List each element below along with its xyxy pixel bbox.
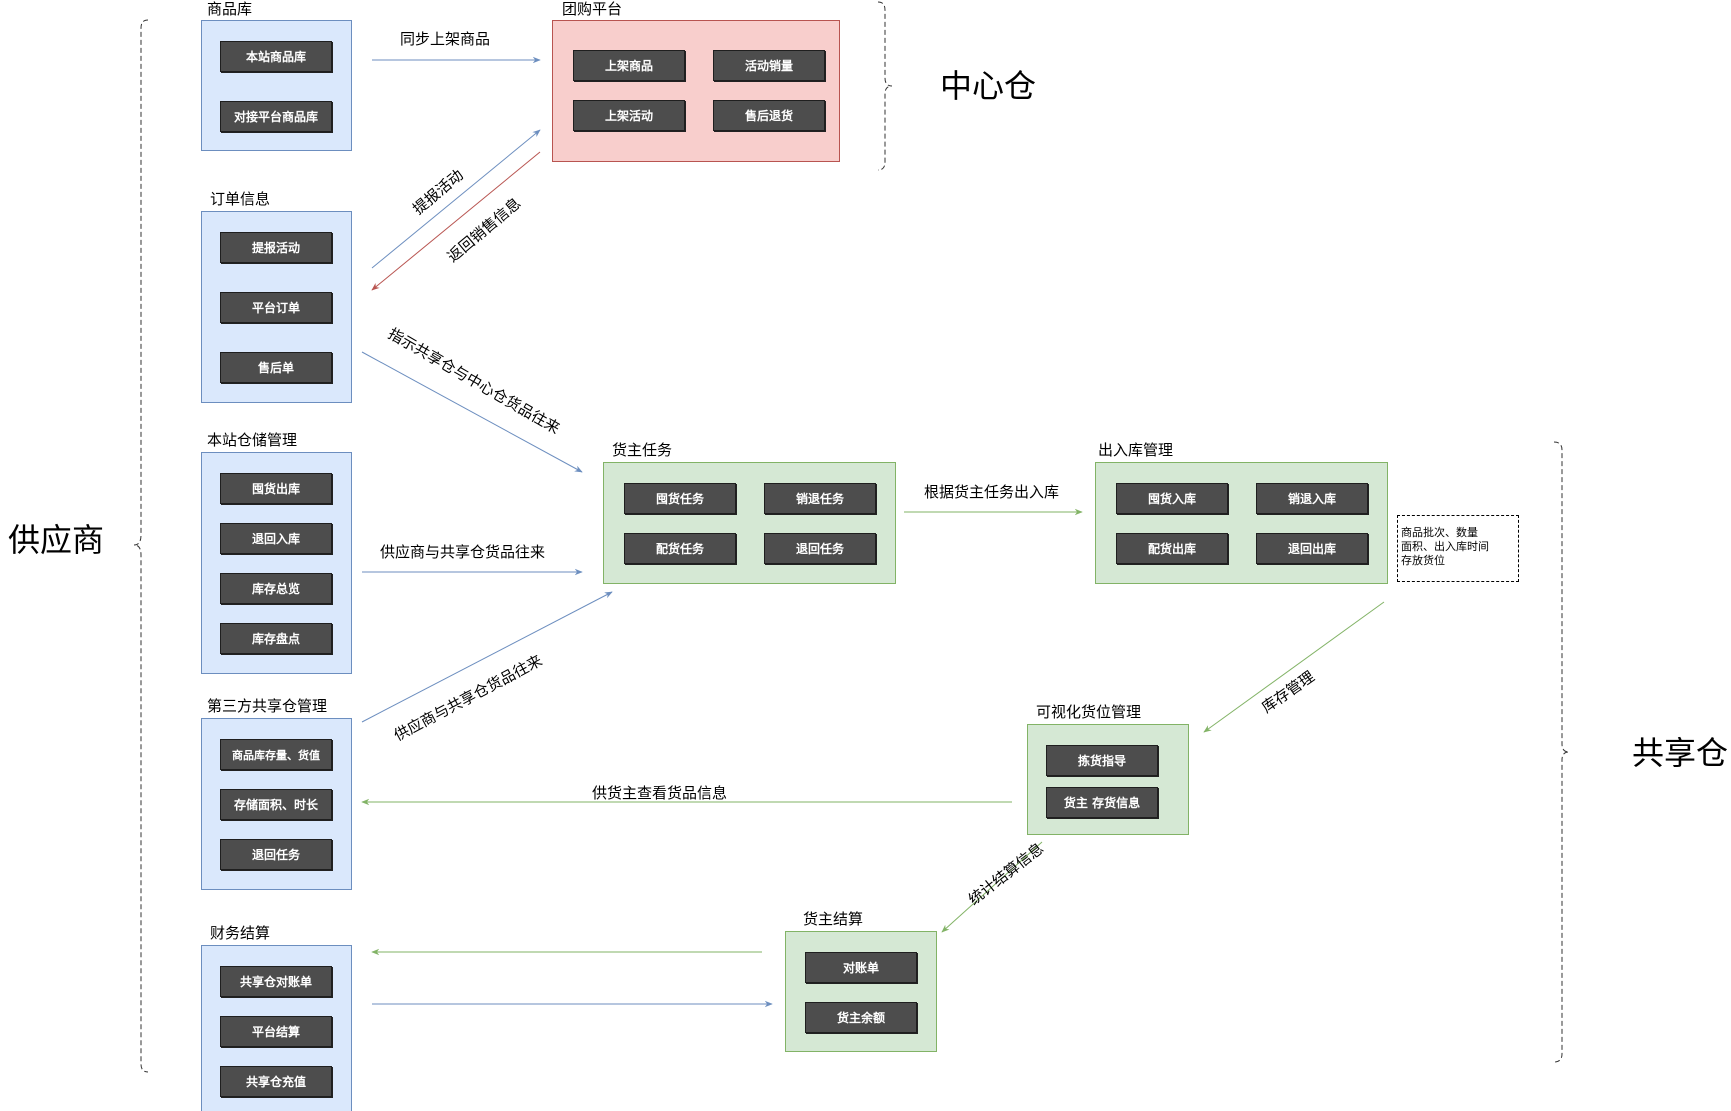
order-info-title: 订单信息 (210, 190, 271, 208)
visual-location-box: 拣货指导 货主 存货信息 (1027, 724, 1189, 835)
center-warehouse-brace (877, 1, 893, 171)
edge-label-by-owner-task: 根据货主任务出入库 (924, 483, 1060, 501)
order-info-item[interactable]: 售后单 (220, 352, 332, 383)
local-storage-item[interactable]: 库存总览 (220, 573, 332, 604)
note-line: 存放货位 (1401, 554, 1445, 567)
owner-settlement-box: 对账单 货主余额 (785, 931, 937, 1052)
inout-mgmt-box: 囤货入库 销退入库 配货出库 退回出库 (1095, 462, 1388, 584)
arrow-supplier-shared-2 (361, 591, 613, 723)
third-party-item[interactable]: 退回任务 (220, 839, 332, 870)
third-party-item[interactable]: 存储面积、时长 (220, 789, 332, 820)
group-buying-item[interactable]: 上架活动 (573, 100, 685, 131)
note-line: 面积、出入库时间 (1401, 540, 1489, 553)
owner-settlement-item[interactable]: 对账单 (805, 952, 917, 983)
edge-label-sync-goods: 同步上架商品 (400, 30, 491, 48)
arrow-settlement-stats (941, 841, 1043, 933)
shared-warehouse-zone-label: 共享仓 (1632, 734, 1729, 772)
local-storage-item[interactable]: 囤货出库 (220, 473, 332, 504)
edge-label-owner-view: 供货主查看货品信息 (592, 784, 728, 802)
arrow-inventory-mgmt (1203, 601, 1385, 733)
finance-box: 共享仓对账单 平台结算 共享仓充值 (201, 945, 352, 1111)
goods-library-title: 商品库 (207, 0, 253, 18)
arrow-return-sales (371, 151, 541, 291)
group-buying-item[interactable]: 售后退货 (713, 100, 825, 131)
local-storage-item[interactable]: 库存盘点 (220, 623, 332, 654)
owner-tasks-item[interactable]: 囤货任务 (624, 483, 736, 514)
note-line: 商品批次、数量 (1401, 526, 1478, 539)
inout-mgmt-item[interactable]: 退回出库 (1256, 533, 1368, 564)
third-party-box: 商品库存量、货值 存储面积、时长 退回任务 (201, 718, 352, 890)
goods-library-item[interactable]: 本站商品库 (220, 41, 332, 72)
center-warehouse-zone-label: 中心仓 (940, 67, 1037, 105)
owner-tasks-item[interactable]: 配货任务 (624, 533, 736, 564)
local-storage-box: 囤货出库 退回入库 库存总览 库存盘点 (201, 452, 352, 674)
group-buying-title: 团购平台 (562, 0, 623, 18)
group-buying-box: 上架商品 活动销量 上架活动 售后退货 (552, 20, 840, 162)
owner-tasks-title: 货主任务 (612, 441, 673, 459)
goods-library-box: 本站商品库 对接平台商品库 (201, 20, 352, 151)
inout-mgmt-item[interactable]: 配货出库 (1116, 533, 1228, 564)
arrow-instruct (361, 351, 583, 473)
owner-settlement-item[interactable]: 货主余额 (805, 1002, 917, 1033)
order-info-box: 提报活动 平台订单 售后单 (201, 211, 352, 403)
local-storage-title: 本站仓储管理 (207, 431, 298, 449)
supplier-brace (133, 19, 149, 1073)
group-buying-item[interactable]: 上架商品 (573, 50, 685, 81)
arrow-report-activity (371, 129, 541, 269)
third-party-title: 第三方共享仓管理 (207, 697, 328, 715)
owner-settlement-title: 货主结算 (803, 910, 864, 928)
shared-warehouse-brace (1553, 441, 1570, 1063)
edge-label-supplier-shared: 供应商与共享仓货品往来 (380, 543, 546, 561)
inventory-note: 商品批次、数量 面积、出入库时间 存放货位 (1397, 515, 1519, 582)
finance-item[interactable]: 平台结算 (220, 1016, 332, 1047)
finance-title: 财务结算 (210, 924, 271, 942)
third-party-item[interactable]: 商品库存量、货值 (220, 739, 332, 770)
inout-mgmt-item[interactable]: 囤货入库 (1116, 483, 1228, 514)
goods-library-item[interactable]: 对接平台商品库 (220, 101, 332, 132)
order-info-item[interactable]: 平台订单 (220, 292, 332, 323)
supplier-zone-label: 供应商 (8, 521, 105, 559)
inout-mgmt-title: 出入库管理 (1098, 441, 1174, 459)
owner-tasks-item[interactable]: 退回任务 (764, 533, 876, 564)
order-info-item[interactable]: 提报活动 (220, 232, 332, 263)
owner-tasks-box: 囤货任务 销退任务 配货任务 退回任务 (603, 462, 896, 584)
visual-location-title: 可视化货位管理 (1036, 703, 1142, 721)
visual-location-item[interactable]: 货主 存货信息 (1046, 787, 1158, 818)
inout-mgmt-item[interactable]: 销退入库 (1256, 483, 1368, 514)
visual-location-item[interactable]: 拣货指导 (1046, 745, 1158, 776)
finance-item[interactable]: 共享仓充值 (220, 1066, 332, 1097)
group-buying-item[interactable]: 活动销量 (713, 50, 825, 81)
finance-item[interactable]: 共享仓对账单 (220, 966, 332, 997)
owner-tasks-item[interactable]: 销退任务 (764, 483, 876, 514)
local-storage-item[interactable]: 退回入库 (220, 523, 332, 554)
